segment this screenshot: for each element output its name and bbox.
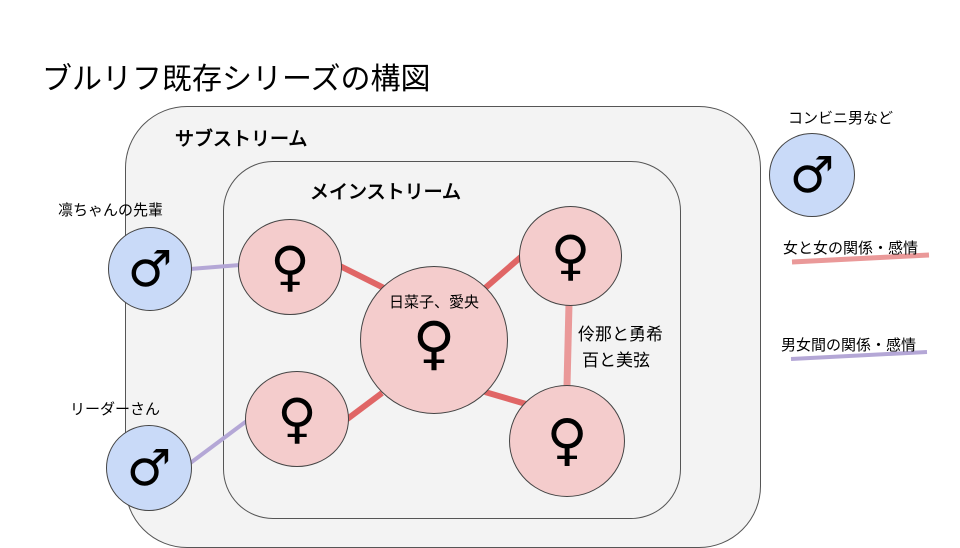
male-node-legend: ♂ bbox=[769, 133, 855, 217]
legend-ff-label: 女と女の関係・感情 bbox=[783, 239, 919, 257]
female-node-top-right: ♀ bbox=[519, 206, 622, 306]
female-symbol-icon: ♀ bbox=[546, 408, 588, 473]
female-symbol-icon: ♀ bbox=[277, 387, 317, 450]
ff-line-center-bottom-left bbox=[344, 390, 384, 423]
male-legend-label: コンビニ男など bbox=[788, 109, 894, 127]
female-symbol-icon: ♀ bbox=[270, 235, 310, 298]
substream-label: サブストリーム bbox=[175, 128, 308, 150]
female-node-center: 日菜子、愛央 ♀ bbox=[360, 266, 508, 414]
male-symbol-icon: ♂ bbox=[127, 240, 173, 298]
female-symbol-icon: ♀ bbox=[550, 224, 591, 287]
male-bottom-label: リーダーさん bbox=[70, 400, 161, 418]
male-top-label: 凛ちゃんの先輩 bbox=[58, 201, 164, 219]
page-title: ブルリフ既存シリーズの構図 bbox=[42, 62, 431, 97]
pair-label-line1: 伶那と勇希 bbox=[578, 325, 663, 345]
ff-line-center-top-left bbox=[338, 263, 386, 291]
female-symbol-icon: ♀ bbox=[412, 309, 456, 377]
female-node-bottom-right: ♀ bbox=[509, 385, 625, 497]
ff-line-center-top-right bbox=[482, 253, 524, 292]
legend-ff-swatch bbox=[791, 252, 930, 265]
center-node-label: 日菜子、愛央 bbox=[388, 293, 479, 311]
male-node-top: ♂ bbox=[108, 227, 192, 311]
mainstream-label: メインストリーム bbox=[310, 181, 462, 203]
male-symbol-icon: ♂ bbox=[789, 146, 835, 204]
mf-line-bottom bbox=[183, 418, 250, 469]
female-node-top-left: ♀ bbox=[238, 219, 342, 315]
mf-line-top bbox=[189, 263, 241, 271]
male-node-bottom: ♂ bbox=[106, 425, 192, 511]
female-node-bottom-left: ♀ bbox=[245, 371, 349, 467]
pair-label-line2: 百と美弦 bbox=[582, 351, 650, 371]
ff-line-right-pair bbox=[563, 303, 573, 387]
male-symbol-icon: ♂ bbox=[126, 439, 172, 497]
ff-line-center-bottom-right bbox=[484, 389, 527, 407]
legend-mf-swatch bbox=[790, 350, 928, 361]
legend-mf-label: 男女間の関係・感情 bbox=[781, 336, 917, 354]
